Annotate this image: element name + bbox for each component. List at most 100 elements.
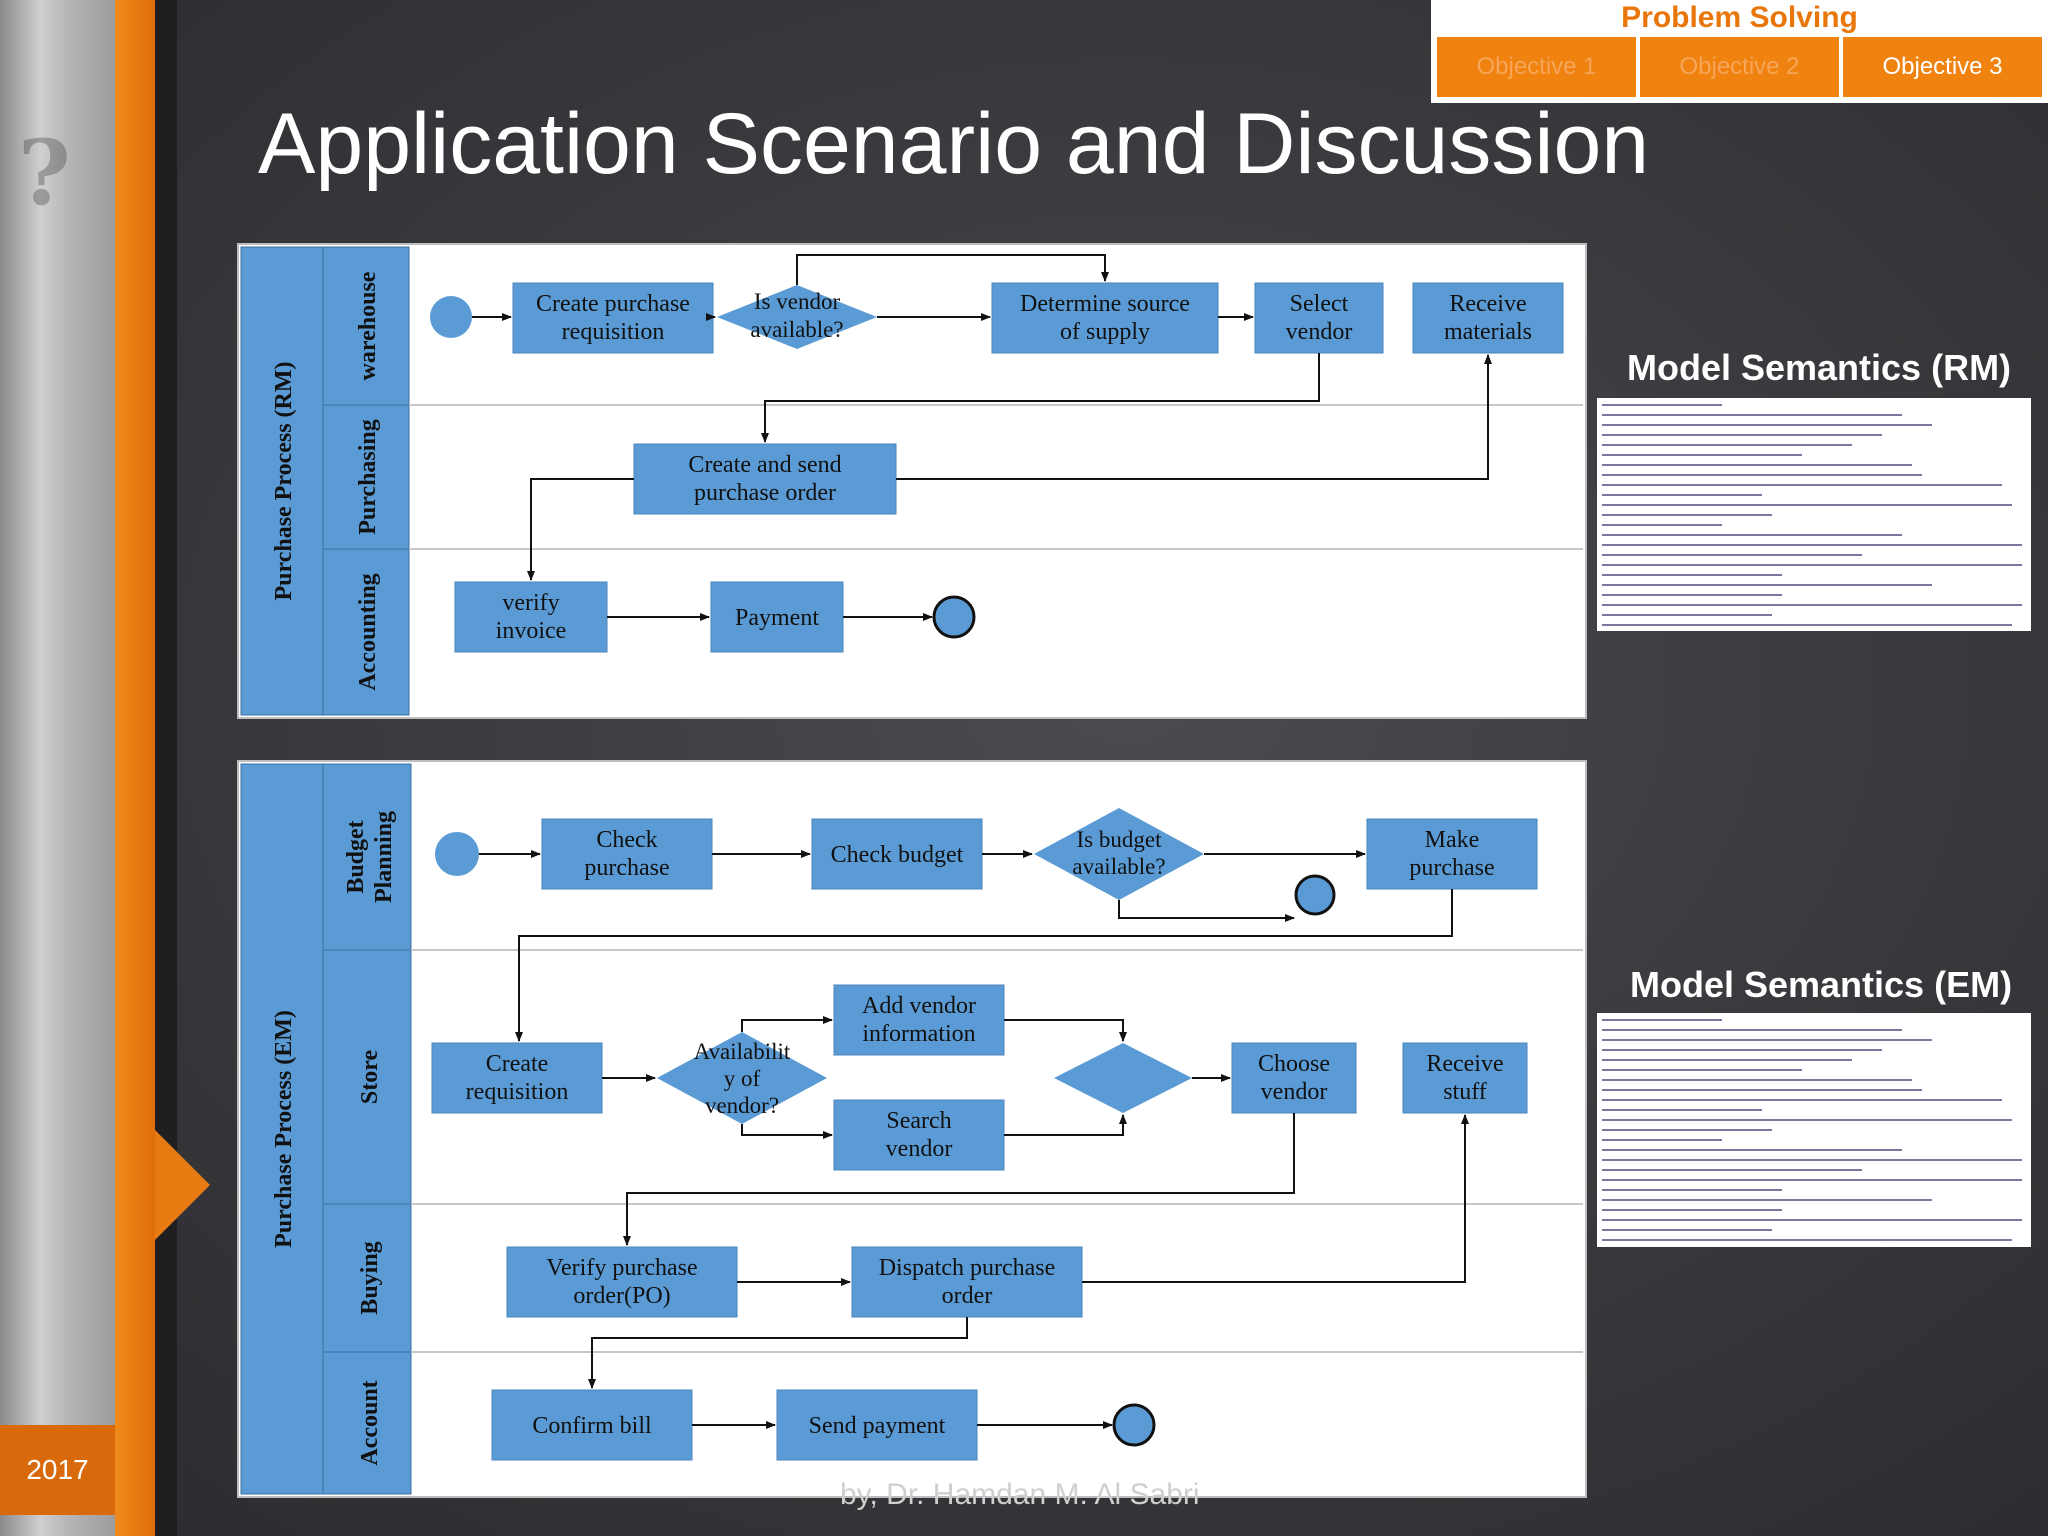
lane-label-buying: Buying — [357, 1241, 383, 1314]
lane-header-buying — [322, 1203, 412, 1353]
budget-end-event — [1294, 874, 1336, 916]
slide-title: Application Scenario and Discussion — [258, 96, 1650, 192]
start-event — [435, 832, 479, 876]
svg-text:Create: Create — [486, 1051, 549, 1077]
svg-text:verify: verify — [502, 590, 559, 616]
flow-arrows — [472, 254, 1492, 621]
gateway-budget-available: Is budget available? — [1034, 808, 1204, 900]
task-check-budget: Check budget — [811, 818, 983, 890]
svg-text:requisition: requisition — [466, 1079, 569, 1105]
task-check-purchase: Check purchase — [541, 818, 713, 890]
task-send-payment: Send payment — [776, 1389, 978, 1461]
diagram-rm-svg: Purchase Process (RM) warehouse Purchasi… — [237, 243, 1587, 719]
svg-text:Is budget: Is budget — [1077, 827, 1163, 852]
question-mark-decoration: ? — [18, 120, 71, 226]
end-event — [932, 595, 976, 639]
svg-text:invoice: invoice — [496, 618, 567, 644]
svg-text:vendor?: vendor? — [705, 1093, 779, 1118]
lane-header-account — [322, 1351, 412, 1495]
end-event — [1112, 1403, 1156, 1447]
svg-text:purchase: purchase — [584, 855, 669, 881]
svg-text:stuff: stuff — [1443, 1079, 1487, 1105]
lane-label-warehouse: warehouse — [355, 271, 381, 380]
svg-text:order(PO): order(PO) — [573, 1283, 670, 1309]
pool-label: Purchase Process (RM) — [271, 361, 297, 600]
task-verify-po: Verify purchase order(PO) — [506, 1246, 738, 1318]
gateway-vendor-availability: Availabilit y of vendor? — [657, 1032, 827, 1124]
footer-author: by, Dr. Hamdan M. Al Sabri — [840, 1478, 1200, 1511]
svg-text:Receive: Receive — [1449, 291, 1526, 317]
lane-header-accounting — [322, 548, 410, 716]
svg-text:Select: Select — [1290, 291, 1349, 317]
diagram-em: Purchase Process (EM) Budget Planning St… — [237, 760, 1587, 1498]
lane-label-store: Store — [357, 1050, 383, 1105]
svg-text:Verify purchase: Verify purchase — [546, 1255, 697, 1281]
flow-arrows — [479, 850, 1469, 1429]
task-receive-stuff: Receive stuff — [1402, 1042, 1528, 1114]
lane-label-budget-2: Planning — [371, 811, 397, 903]
svg-text:information: information — [862, 1021, 975, 1047]
start-event — [430, 296, 472, 338]
task-receive-materials: Receive materials — [1412, 282, 1564, 354]
tab-objective-1[interactable]: Objective 1 — [1437, 37, 1636, 97]
pool-header — [240, 763, 324, 1495]
lane-header-warehouse — [322, 246, 410, 406]
lane-header-purchasing — [322, 404, 410, 550]
svg-text:Add vendor: Add vendor — [862, 993, 976, 1019]
gateway-vendor-available: Is vendor available? — [717, 285, 877, 349]
task-confirm-bill: Confirm bill — [491, 1389, 693, 1461]
task-make-purchase: Make purchase — [1366, 818, 1538, 890]
model-semantics-em-label: Model Semantics (EM) — [1630, 964, 2013, 1005]
svg-text:order: order — [942, 1283, 993, 1309]
nav-title: Problem Solving — [1621, 1, 1858, 34]
lane-label-budget-1: Budget — [343, 820, 369, 893]
svg-text:Receive: Receive — [1426, 1051, 1503, 1077]
task-create-requisition: Create requisition — [431, 1042, 603, 1114]
svg-text:Choose: Choose — [1258, 1051, 1330, 1077]
orange-notch — [155, 1130, 210, 1240]
svg-text:Dispatch purchase: Dispatch purchase — [879, 1255, 1056, 1281]
task-create-send-po: Create and send purchase order — [633, 443, 897, 515]
model-semantics-rm-label: Model Semantics (RM) — [1627, 347, 2012, 388]
diagram-rm: Purchase Process (RM) warehouse Purchasi… — [237, 243, 1587, 719]
svg-text:y of: y of — [724, 1066, 761, 1091]
task-add-vendor-info: Add vendor information — [833, 984, 1005, 1056]
svg-text:purchase order: purchase order — [694, 480, 836, 506]
task-create-purchase-requisition: Create purchase requisition — [512, 282, 714, 354]
svg-text:available?: available? — [750, 317, 843, 342]
svg-text:purchase: purchase — [1409, 855, 1494, 881]
lane-header-budget — [322, 763, 412, 951]
task-search-vendor: Search vendor — [833, 1099, 1005, 1171]
tab-objective-2[interactable]: Objective 2 — [1640, 37, 1839, 97]
svg-text:Payment: Payment — [735, 605, 819, 631]
svg-text:vendor: vendor — [1286, 319, 1353, 345]
svg-text:Send payment: Send payment — [809, 1413, 946, 1439]
task-dispatch-po: Dispatch purchase order — [851, 1246, 1083, 1318]
lane-label-accounting: Accounting — [355, 573, 381, 690]
gateway-merge — [1054, 1043, 1192, 1113]
svg-text:requisition: requisition — [562, 319, 665, 345]
task-verify-invoice: verify invoice — [454, 581, 608, 653]
svg-text:Check budget: Check budget — [831, 842, 964, 868]
task-determine-source: Determine source of supply — [991, 282, 1219, 354]
svg-text:Search: Search — [886, 1108, 951, 1134]
svg-text:vendor: vendor — [1261, 1079, 1328, 1105]
diagram-em-svg: Purchase Process (EM) Budget Planning St… — [237, 760, 1587, 1498]
svg-text:available?: available? — [1072, 854, 1165, 879]
pool-header — [240, 246, 324, 716]
svg-text:Create and send: Create and send — [688, 452, 841, 478]
svg-text:Create purchase: Create purchase — [536, 291, 690, 317]
svg-text:of supply: of supply — [1060, 319, 1150, 345]
task-select-vendor: Select vendor — [1254, 282, 1384, 354]
model-semantics-em-xml — [1597, 1013, 2031, 1247]
model-semantics-rm-xml — [1597, 398, 2031, 631]
pool-label: Purchase Process (EM) — [271, 1010, 297, 1248]
svg-text:materials: materials — [1444, 319, 1532, 345]
svg-text:Check: Check — [596, 827, 657, 853]
svg-text:Confirm bill: Confirm bill — [532, 1413, 652, 1439]
dark-side-strip — [155, 0, 177, 1536]
lane-label-purchasing: Purchasing — [355, 419, 381, 535]
tab-objective-3[interactable]: Objective 3 — [1843, 37, 2042, 97]
orange-side-bar — [115, 0, 155, 1536]
svg-text:Determine source: Determine source — [1020, 291, 1190, 317]
